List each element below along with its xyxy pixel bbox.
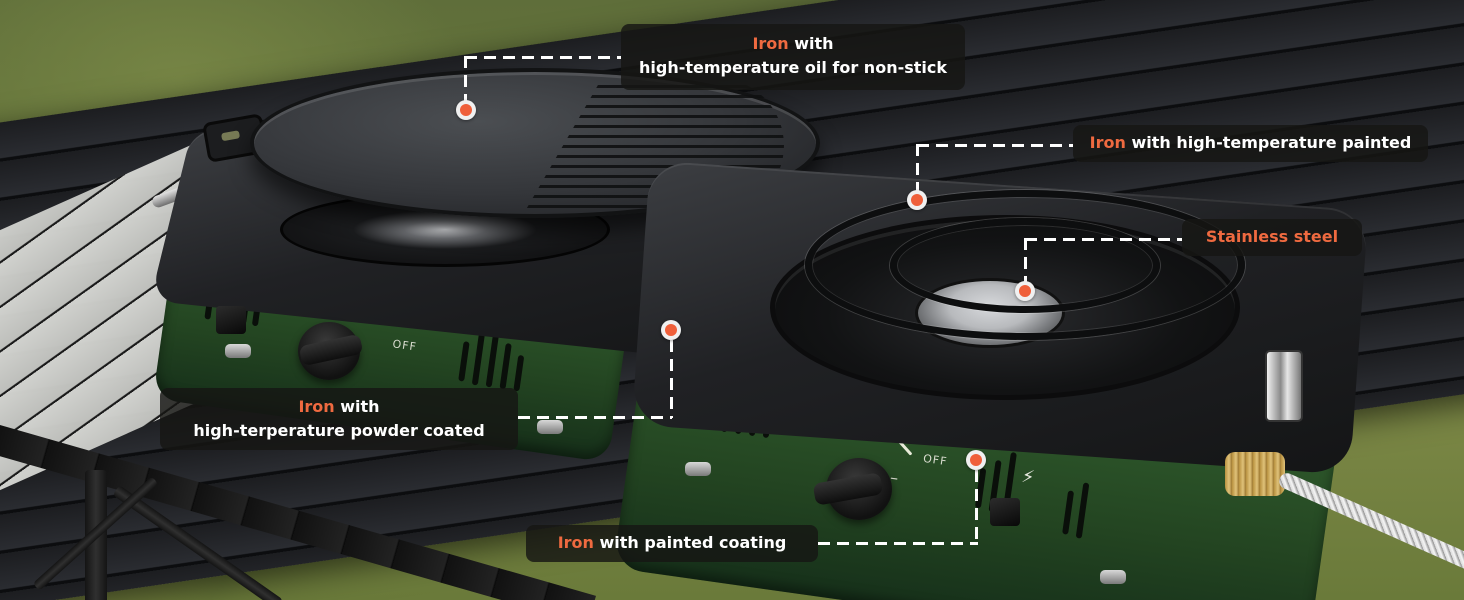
marker-dot-grate xyxy=(907,190,927,210)
callout-burner-material: Stainless steel xyxy=(1182,219,1362,256)
callout-text: with painted coating xyxy=(593,533,787,552)
callout-grate-material: Iron with high-temperature painted xyxy=(1073,125,1428,162)
marker-dot-burner xyxy=(1015,281,1035,301)
vent-slot xyxy=(499,343,512,390)
leader-line-burner xyxy=(1024,238,1027,284)
callout-panel-material: Iron with painted coating xyxy=(526,525,818,562)
callout-accent-text: Iron xyxy=(752,34,789,53)
stove-foot xyxy=(225,344,251,358)
callout-line-1: Iron with xyxy=(633,32,953,56)
vent-slot xyxy=(471,333,485,386)
leader-line-panel xyxy=(818,542,978,545)
marker-dot-panel xyxy=(966,450,986,470)
callout-accent-text: Iron xyxy=(298,397,335,416)
stove-foot xyxy=(1100,570,1126,584)
leader-line-griddle xyxy=(465,56,621,59)
marker-dot-griddle xyxy=(456,100,476,120)
vent-slot xyxy=(1075,482,1090,539)
off-label: OFF xyxy=(391,337,418,354)
stove-foot xyxy=(537,420,563,434)
brass-gas-connector xyxy=(1225,452,1285,496)
callout-accent-text: Iron xyxy=(1089,133,1126,152)
leader-line-body xyxy=(518,416,672,419)
pot-support-inner-ring xyxy=(890,218,1160,313)
marker-dot-body xyxy=(661,320,681,340)
leader-line-burner xyxy=(1025,238,1182,241)
callout-griddle-material: Iron with high-temperature oil for non-s… xyxy=(621,24,965,90)
leader-line-grate xyxy=(917,144,1073,147)
callout-line-2: high-temperature oil for non-stick xyxy=(638,58,947,77)
leader-line-panel xyxy=(975,470,978,544)
callout-accent-text: Iron xyxy=(557,533,594,552)
vent-slot xyxy=(513,354,525,392)
off-label: OFF xyxy=(922,451,949,469)
stove-right-igniter-switch[interactable] xyxy=(990,498,1020,526)
callout-body-material: Iron with high-terperature powder coated xyxy=(160,388,518,450)
lightning-bolt-icon: ⚡ xyxy=(1020,465,1036,489)
leader-line-griddle xyxy=(464,56,467,104)
stove-left-igniter-switch[interactable] xyxy=(216,306,246,334)
gas-cartridge-latch[interactable] xyxy=(1265,350,1303,422)
leader-line-body xyxy=(670,340,673,418)
stove-foot xyxy=(685,462,711,476)
pot-support-outer-ring xyxy=(805,190,1245,340)
vent-slot xyxy=(458,341,470,382)
callout-line-1: Iron with xyxy=(172,395,506,419)
callout-text: with high-temperature painted xyxy=(1125,133,1412,152)
callout-line-2: high-terperature powder coated xyxy=(193,421,485,440)
vent-slot xyxy=(1062,490,1075,535)
callout-text: with xyxy=(788,34,834,53)
callout-text: with xyxy=(334,397,380,416)
callout-accent-text: Stainless steel xyxy=(1205,227,1339,246)
leader-line-grate xyxy=(916,144,919,192)
